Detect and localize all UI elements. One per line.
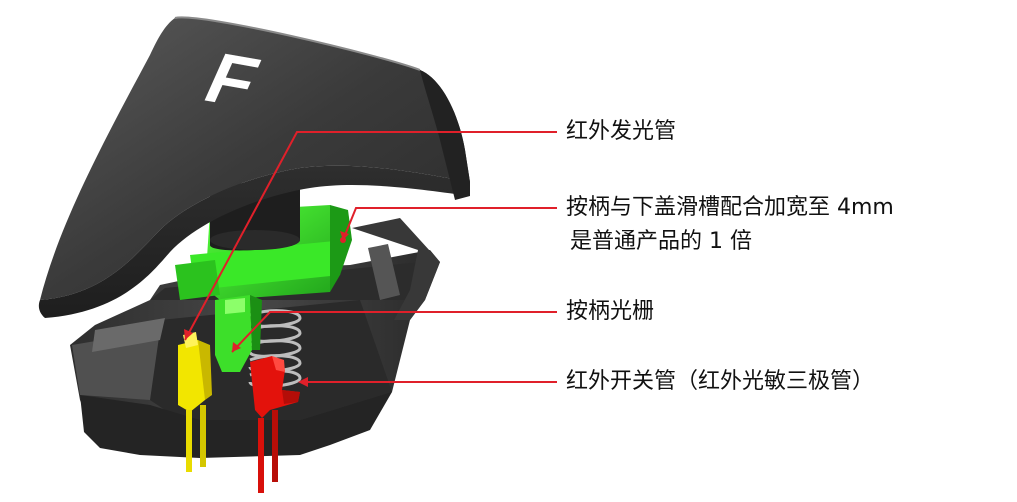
callout-stem-grating: 按柄光栅 [566,299,655,324]
leader-ir-emitter [184,131,557,341]
green-stem [175,205,352,372]
leader-stem-slot [342,207,557,241]
switch-housing [70,218,440,458]
leader-arrowheads [184,231,349,387]
ir-receiver-phototransistor [250,356,300,493]
callout-ir-emitter: 红外发光管 [566,119,677,144]
callout-stem-slot-line2: 是普通产品的 1 倍 [570,229,752,254]
callout-stem-slot-line1: 按柄与下盖滑槽配合加宽至 4mm [566,195,894,220]
keycap: F [38,16,471,318]
leader-lines [184,131,557,383]
callout-ir-receiver: 红外开关管（红外光敏三极管） [566,369,875,394]
leader-stem-grating [231,311,557,353]
